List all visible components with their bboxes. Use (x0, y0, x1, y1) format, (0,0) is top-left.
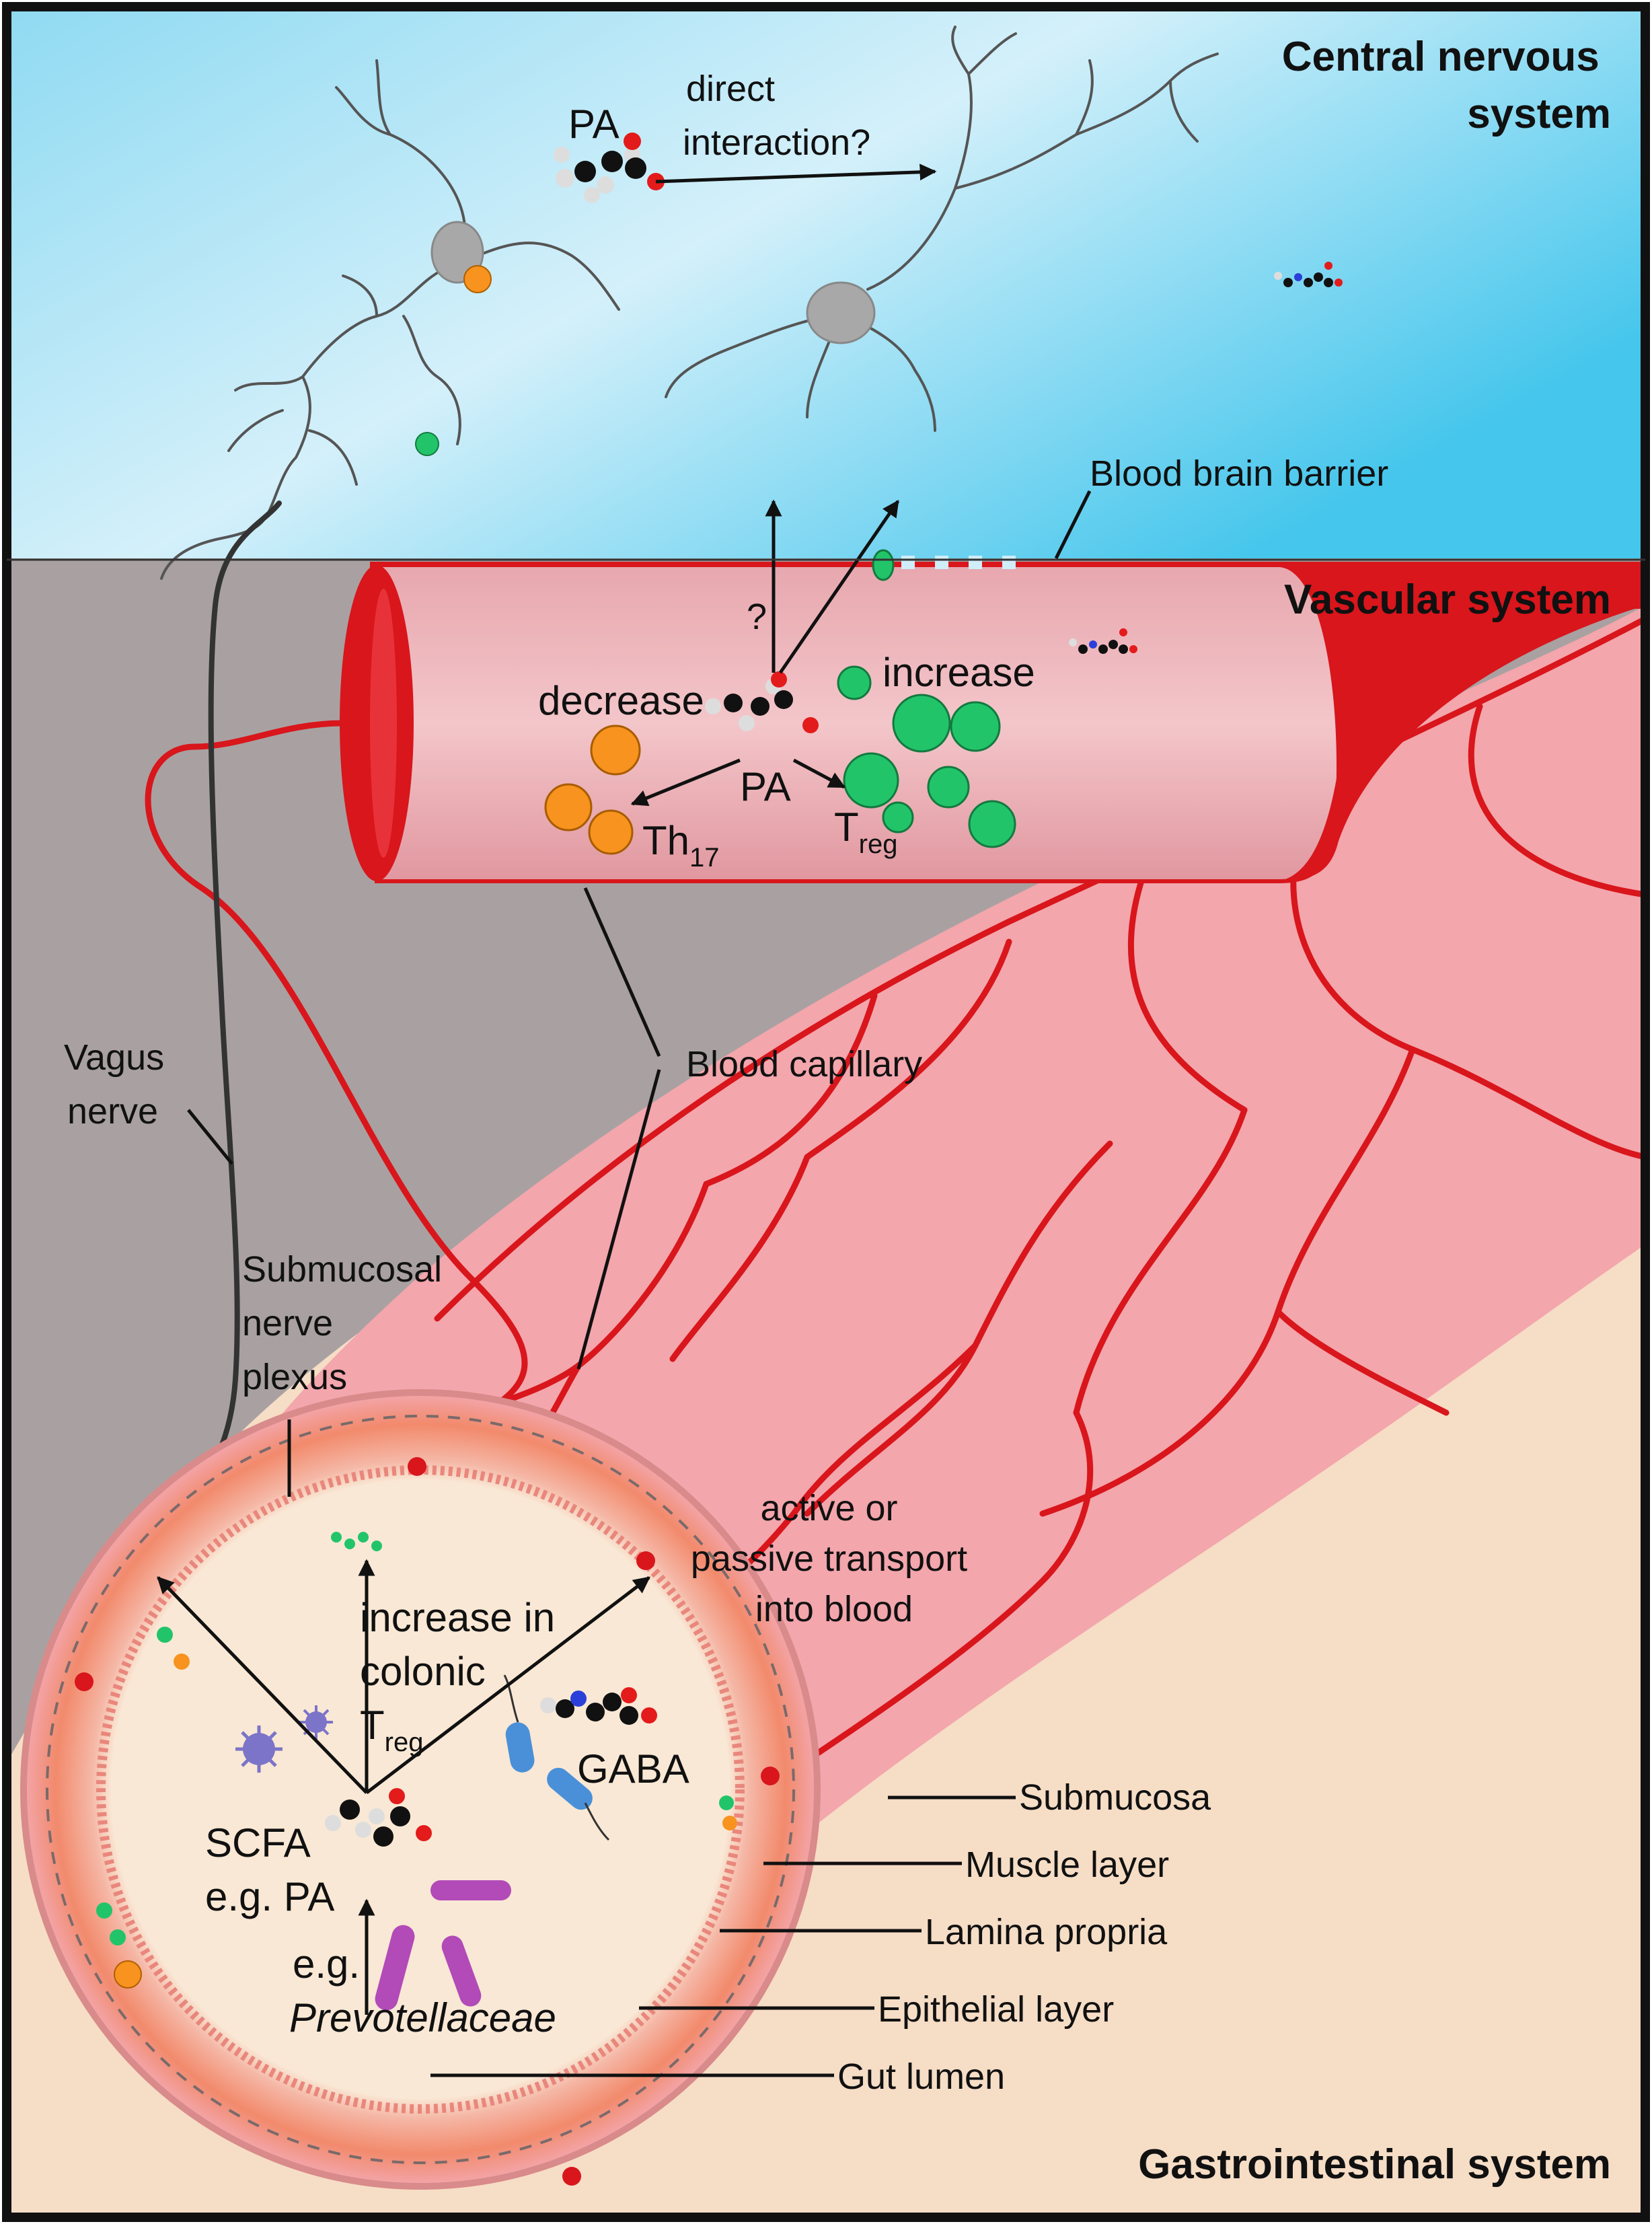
gaba-molecule-icon-blood (1069, 628, 1137, 654)
label-increase: increase (883, 650, 1035, 695)
label-vagus-nerve: Vagus nerve (64, 1037, 174, 1132)
label-pa-mid: PA (740, 764, 791, 809)
label-eg-pa: e.g. PA (205, 1874, 334, 1919)
label-th17: Th17 (642, 818, 720, 873)
treg-cells (837, 665, 1016, 848)
crossing-treg-cell (872, 549, 895, 581)
label-submucosal-plexus-line-1: Submucosal (242, 1249, 442, 1290)
label-colonic-treg-3: Treg (360, 1703, 423, 1757)
label-question: ? (747, 597, 767, 637)
label-transport-line-1: active or (760, 1488, 897, 1528)
label-transport-line-2: passive transport (691, 1539, 967, 1579)
dendritic-cell-2 (299, 1705, 333, 1739)
label-treg: Treg (834, 805, 897, 859)
bacteria-blue (503, 1674, 610, 1841)
gaba-molecule-icon-cns (1274, 262, 1343, 287)
pa-molecule-icon-blood (705, 671, 819, 733)
leader-lines (187, 490, 1092, 2077)
capillary-loop (145, 720, 528, 1456)
gaba-molecule-icon-gut (540, 1687, 657, 1725)
region-title-cns-line-1: Central nervous (1282, 34, 1600, 80)
region-title-cns-line-2: system (1467, 91, 1611, 137)
label-submucosal-plexus: Submucosal nerve plexus (242, 1249, 452, 1397)
neuron-left (160, 59, 620, 580)
label-submucosal-plexus-line-3: plexus (242, 1357, 347, 1397)
label-prevotellaceae: Prevotellaceae (289, 1995, 556, 2040)
region-title-cns: Central nervous system (1282, 34, 1611, 137)
label-bbb: Blood brain barrier (1090, 453, 1388, 494)
label-lamina-propria: Lamina propria (925, 1912, 1168, 1952)
label-muscle-layer: Muscle layer (965, 1845, 1169, 1885)
label-colonic-treg-2: colonic (360, 1649, 486, 1694)
label-treg-sub: reg (859, 829, 898, 859)
arrows (157, 163, 937, 2015)
label-vagus-nerve-line-1: Vagus (64, 1037, 164, 1078)
label-submucosa: Submucosa (1019, 1777, 1211, 1818)
neuron-right (665, 26, 1219, 432)
label-blood-capillary: Blood capillary (686, 1044, 922, 1084)
region-title-gi: Gastrointestinal system (1138, 2141, 1611, 2188)
th17-cells (544, 725, 641, 855)
label-treg-main: T (834, 805, 859, 850)
dendritic-cell-1 (235, 1726, 283, 1773)
region-title-vascular: Vascular system (1284, 577, 1611, 623)
label-direct-interaction: direct interaction? (683, 69, 870, 163)
label-colonic-treg-1: increase in (360, 1595, 555, 1640)
cns-region-background (7, 7, 1645, 558)
vessel-outer-wall (1278, 565, 1645, 881)
label-decrease: decrease (538, 678, 704, 723)
label-direct-interaction-line-1: direct (686, 69, 775, 109)
label-vagus-nerve-line-2: nerve (67, 1091, 158, 1132)
label-transport: active or passive transport into blood (691, 1488, 977, 1629)
gut-cross-section (20, 1389, 821, 2190)
label-transport-line-3: into blood (755, 1589, 913, 1629)
label-colonic-treg-main: T (360, 1703, 385, 1748)
label-scfa: SCFA (205, 1820, 311, 1865)
label-submucosal-plexus-line-2: nerve (242, 1303, 333, 1343)
label-colonic-treg-sub: reg (385, 1728, 424, 1757)
label-gut-lumen: Gut lumen (837, 2056, 1005, 2097)
label-epithelial-layer: Epithelial layer (878, 1989, 1114, 2030)
label-th17-main: Th (642, 818, 689, 863)
vessel-opening-inner (370, 589, 397, 858)
label-pa-top: PA (568, 102, 620, 147)
label-eg: e.g. (293, 1941, 360, 1987)
label-th17-sub: 17 (689, 843, 720, 873)
pa-molecule-icon-gut (325, 1788, 432, 1847)
bacteria-purple (375, 1880, 511, 2011)
label-gaba: GABA (577, 1746, 689, 1791)
label-direct-interaction-line-2: interaction? (683, 122, 870, 163)
